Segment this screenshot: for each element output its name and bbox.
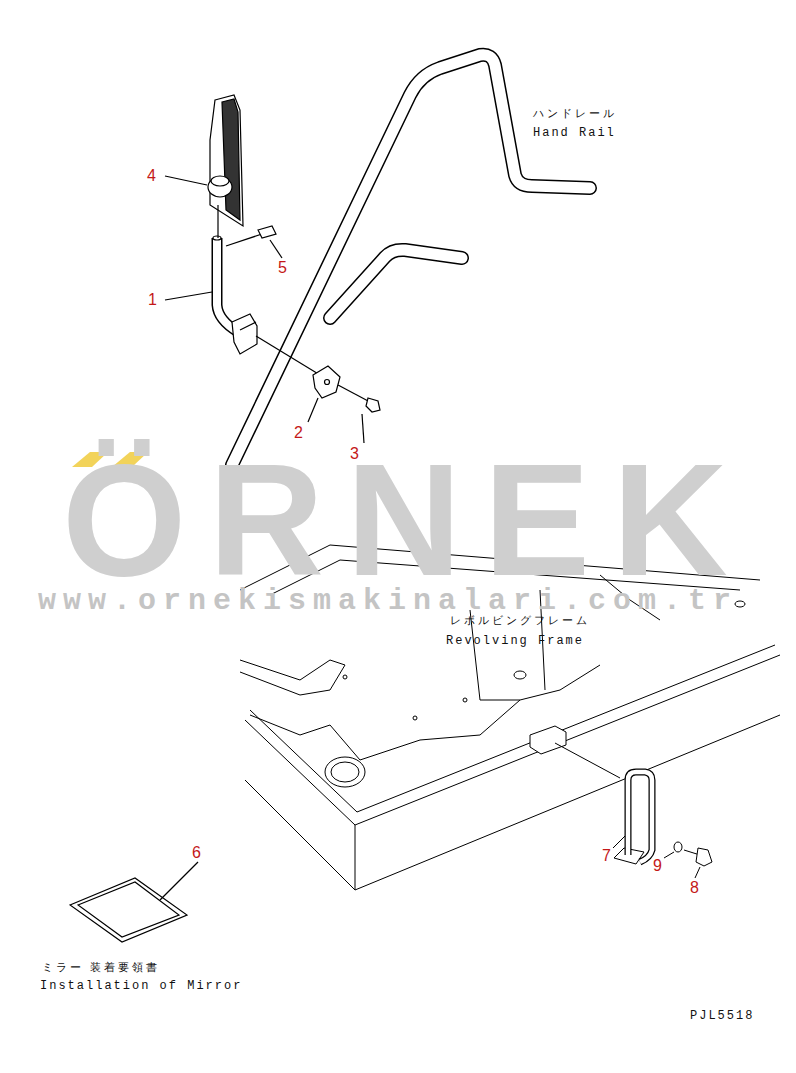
callout-number: 6 xyxy=(192,845,201,861)
part-label: ハンドレール xyxy=(533,108,617,119)
part-label: Revolving Frame xyxy=(446,635,584,647)
callout-number: 5 xyxy=(278,260,287,276)
document-label: Installation of Mirror xyxy=(40,980,242,992)
part-label: レボルビングフレーム xyxy=(450,615,590,626)
callout-number: 8 xyxy=(690,880,699,896)
instruction-sheet xyxy=(70,862,198,942)
drawing-number: PJL5518 xyxy=(690,1010,754,1022)
callout-number: 7 xyxy=(602,848,611,864)
callout-number: 9 xyxy=(653,858,662,874)
callout-number: 4 xyxy=(147,168,156,184)
part-label: Hand Rail xyxy=(533,127,616,139)
callout-number: 1 xyxy=(148,292,157,308)
watermark-url: www.ornekismakinalari.com.tr xyxy=(38,586,738,616)
document-label: ミラー 装着要領書 xyxy=(42,962,161,973)
watermark: ÖRNEK xyxy=(62,440,750,600)
mirror-assembly xyxy=(165,95,380,443)
callout-number: 2 xyxy=(294,425,303,441)
